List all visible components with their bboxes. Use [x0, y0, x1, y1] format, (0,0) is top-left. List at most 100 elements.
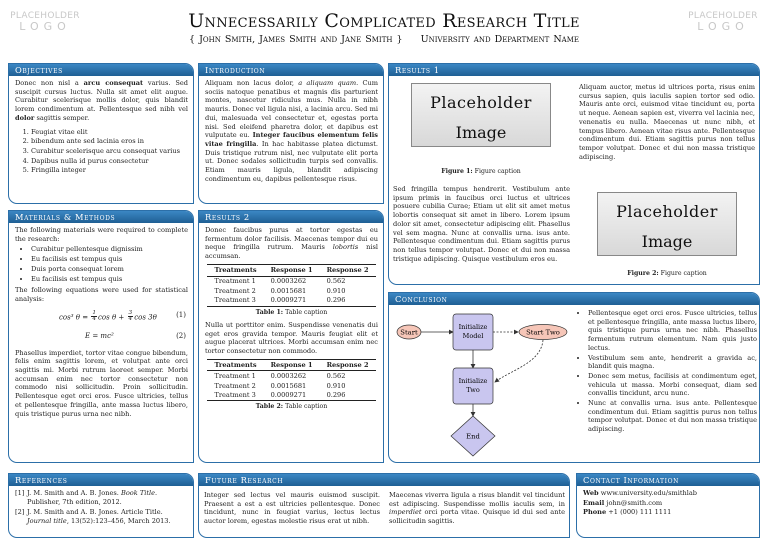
equation-2-number: (2)	[176, 331, 186, 340]
results2-body: Donec faucibus purus at tortor egestas e…	[199, 223, 383, 418]
flow-start-two-label: Start Two	[526, 329, 560, 337]
table-cell: 0.0003262	[270, 277, 307, 286]
text-run: . In hac habitasse platea dictumst. Duis…	[205, 139, 378, 183]
contact-phone: Phone +1 (000) 111 1111	[583, 508, 754, 518]
logo-line1: PLACEHOLDER	[10, 11, 80, 21]
italic-text: Journal title	[27, 517, 67, 526]
contact-email: Email john@smith.com	[583, 499, 754, 509]
reference-number: [2]	[15, 508, 25, 517]
flow-start-two-node	[518, 324, 568, 340]
objectives-paragraph: Donec non nisl a arcu consequat varius. …	[15, 79, 188, 123]
objectives-heading: Objectives	[9, 64, 193, 76]
table-header-row: Treatments Response 1 Response 2	[207, 358, 376, 372]
text-run: Donec non nisl a	[15, 79, 84, 87]
text-run: orci porta vitae. Quisque id dui sed ant…	[389, 508, 565, 526]
flow-label: Initialize	[459, 377, 488, 385]
affiliation: University and Department Name	[420, 34, 579, 45]
column-header: Treatments	[207, 358, 264, 372]
list-item: Donec sem metus, facilisis at condimentu…	[588, 372, 757, 398]
table-header-row: Treatments Response 1 Response 2	[207, 263, 376, 277]
flow-end-node	[450, 415, 496, 457]
list-item: Dapibus nulla id purus consectetur	[31, 157, 188, 166]
materials-heading: Materials & Methods	[9, 211, 193, 223]
equation-2: E = mc² (2)	[15, 328, 188, 346]
logo-line1: PLACEHOLDER	[688, 11, 758, 21]
materials-intro: The following materials were required to…	[15, 226, 188, 243]
reference-number: [1]	[15, 489, 25, 497]
list-item: Eu facilisis est tempus quis	[31, 275, 188, 284]
column-header: Response 2	[319, 263, 376, 277]
authors: { John Smith, James Smith and Jane Smith…	[189, 34, 403, 45]
caption-text: Table caption	[283, 403, 328, 411]
conclusion-list: Pellentesque eget orci eros. Fusce ultri…	[579, 309, 757, 434]
column-header: Response 1	[263, 358, 320, 372]
objectives-panel: Objectives Donec non nisl a arcu consequ…	[8, 63, 194, 204]
text-run: Donec faucibus purus at tortor egestas e…	[205, 226, 378, 252]
contact-email-link[interactable]: john@smith.com	[606, 498, 663, 507]
eq-term: cos θ +	[98, 312, 125, 321]
table-cell: 0.296	[319, 390, 376, 402]
results-table-1: Treatments Response 1 Response 2 Treatme…	[207, 263, 376, 307]
flow-start-node	[396, 324, 422, 340]
list-item: Duis porta consequat lorem	[31, 265, 188, 274]
introduction-body: Aliquam non lacus dolor, a aliquam quam.…	[199, 76, 383, 187]
table-1-caption: Table 1: Table caption	[205, 309, 378, 317]
text-run: , 13(52):123–456, March 2013.	[66, 517, 171, 526]
frac-num: 3	[127, 309, 134, 318]
table-cell: 0.0015681	[270, 286, 307, 295]
contact-web-link[interactable]: www.university.edu/smithlab	[600, 489, 698, 497]
future-research-heading: Future Research	[199, 474, 569, 486]
results2-heading: Results 2	[199, 211, 383, 223]
results1-heading: Results 1	[389, 64, 759, 76]
contact-body: Web www.university.edu/smithlab Email jo…	[577, 486, 759, 520]
flow-label: Model	[463, 332, 484, 340]
flow-label: Initialize	[459, 323, 488, 331]
bold-text: arcu consequat	[83, 79, 144, 87]
flow-init-two-node	[452, 367, 494, 405]
frac-den: 4	[128, 316, 133, 323]
list-item: Curabitur scelerisque arcu consequat var…	[31, 147, 188, 156]
contact-web: Web www.university.edu/smithlab	[583, 489, 754, 499]
table-2-caption: Table 2: Table caption	[205, 403, 378, 411]
flow-arrow	[494, 339, 544, 383]
caption-label: Figure 1:	[441, 168, 473, 175]
authors-line: { John Smith, James Smith and Jane Smith…	[110, 34, 658, 47]
list-item: Pellentesque eget orci eros. Fusce ultri…	[588, 309, 757, 353]
table-cell: 0.0009271	[263, 295, 320, 307]
results-table-2: Treatments Response 1 Response 2 Treatme…	[207, 358, 376, 402]
list-item: Eu facilisis est tempus quis	[31, 255, 188, 264]
equation-1-number: (1)	[176, 310, 186, 319]
italic-text: imperdiet	[389, 508, 422, 517]
caption-text: Figure caption	[658, 270, 707, 277]
text-run: . Publisher, 7th edition, 2012.	[27, 489, 158, 506]
table-cell: 0.562	[326, 277, 346, 286]
reference-item: [2] J. M. Smith and A. B. Jones. Article…	[15, 508, 188, 525]
column-header: Response 1	[263, 263, 320, 277]
materials-panel: Materials & Methods The following materi…	[8, 210, 194, 463]
table-cell: 0.0009271	[263, 390, 320, 402]
caption-label: Figure 2:	[627, 270, 659, 277]
table-cell: 0.910	[326, 381, 346, 390]
table-cell: Treatment 2	[214, 286, 256, 295]
flowchart: Start Initialize Model Start Two Initial…	[391, 308, 577, 460]
text-run: J. M. Smith and A. B. Jones.	[27, 489, 121, 497]
table-cell: 0.0015681	[270, 381, 307, 390]
text-run: . Cum sociis natoque penatibus et magnis…	[205, 79, 378, 140]
flow-end-label: End	[466, 433, 480, 441]
italic-text: a aliquam quam	[298, 79, 357, 87]
caption-text: Table caption	[283, 308, 328, 316]
flowchart-svg: Start Initialize Model Start Two Initial…	[396, 313, 568, 457]
references-heading: References	[9, 474, 193, 486]
frac-num: 1	[91, 309, 98, 318]
placeholder-image-1: Placeholder Image	[411, 83, 551, 147]
objectives-body: Donec non nisl a arcu consequat varius. …	[9, 76, 193, 180]
list-item: Curabitur pellentesque dignissim	[31, 245, 188, 254]
equations-intro: The following equations were used for st…	[15, 286, 188, 303]
